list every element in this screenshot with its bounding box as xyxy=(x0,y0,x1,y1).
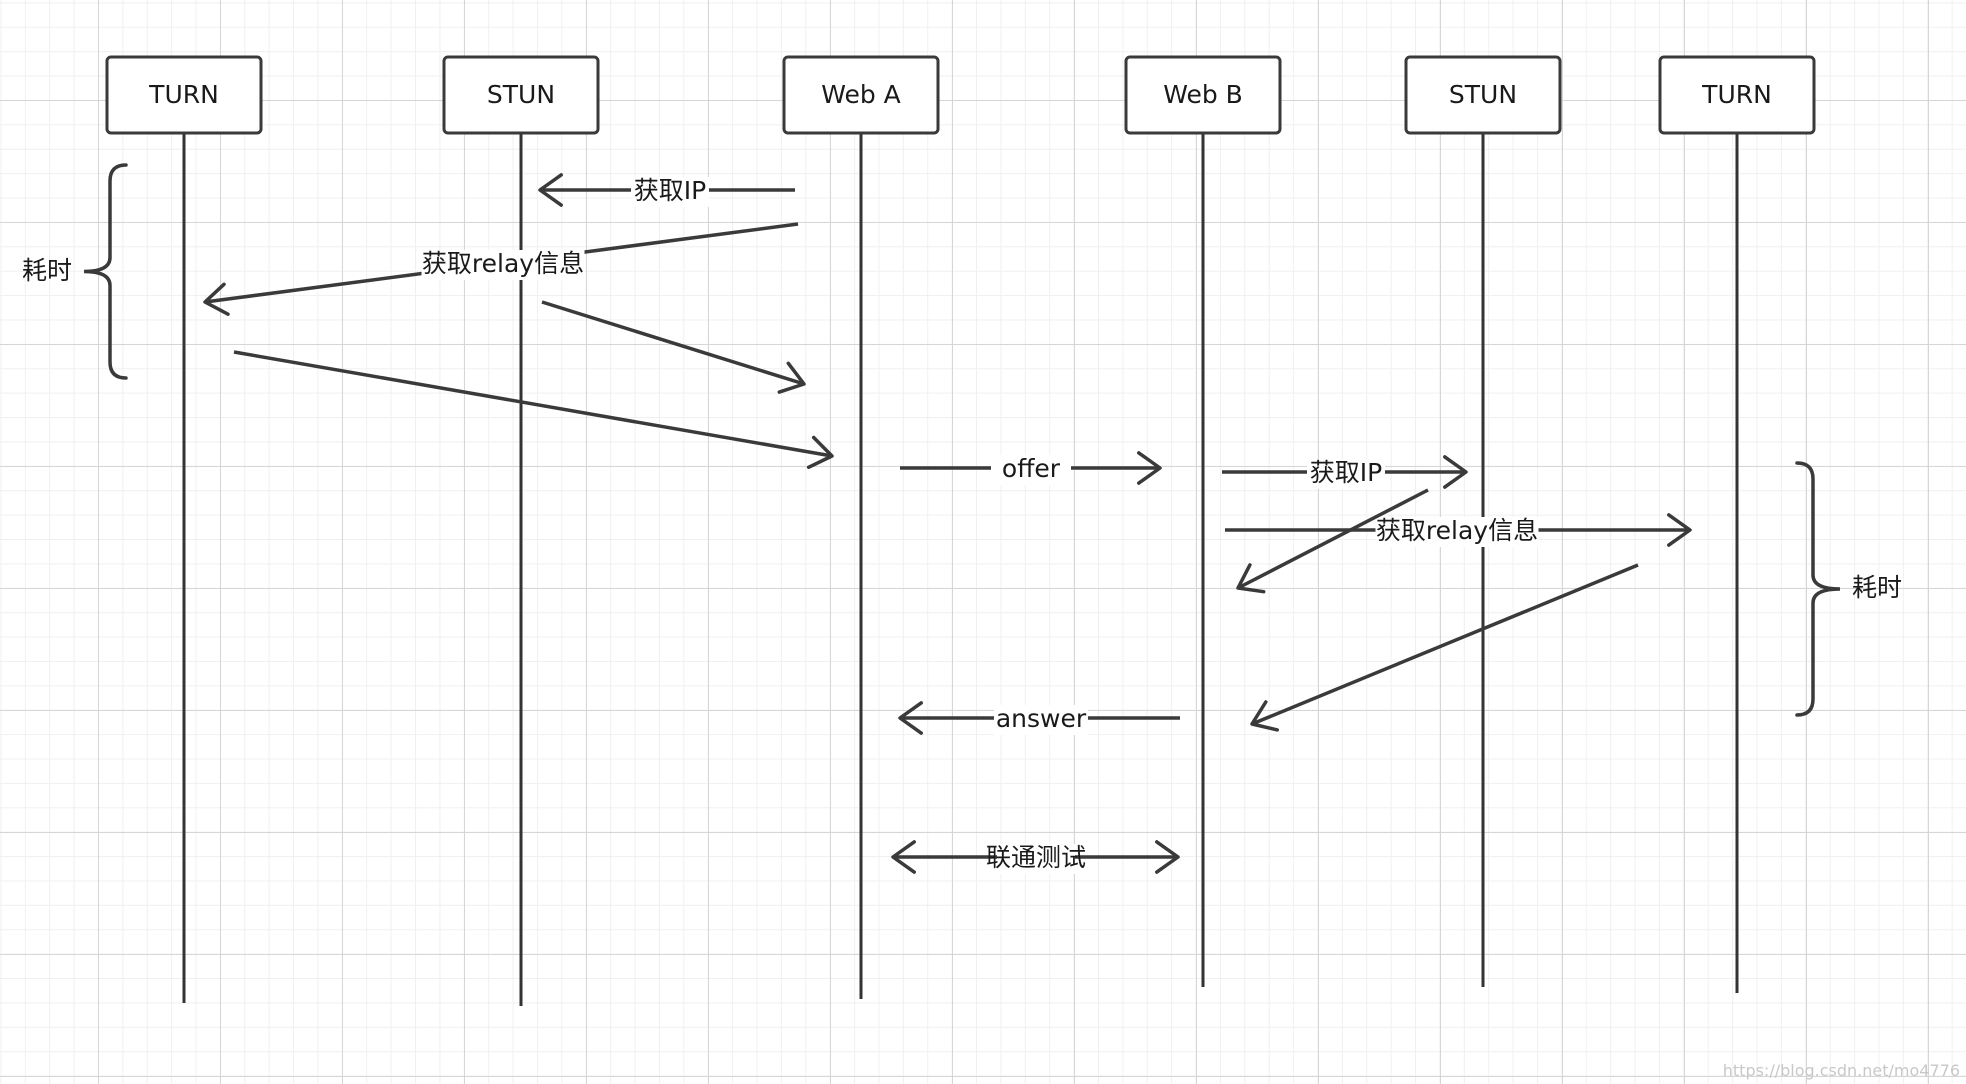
brace-time-a: 耗时 xyxy=(22,163,128,380)
message-label: 获取IP xyxy=(634,176,706,205)
actor-stun-a: STUN xyxy=(442,55,600,135)
arrowhead xyxy=(806,435,834,470)
arrowhead xyxy=(1137,451,1162,485)
arrowhead xyxy=(1667,513,1692,547)
actor-web-b: Web B xyxy=(1124,55,1282,135)
message-label-background xyxy=(421,250,585,280)
message-get-relay-b: 获取relay信息 xyxy=(1225,513,1692,547)
message-label-background xyxy=(1307,459,1385,489)
message-line xyxy=(1237,488,1429,590)
actor-box xyxy=(105,55,263,135)
messages: 获取IP 获取relay信息 offer 获取IP 获取relay信息 answer 联通测… xyxy=(203,173,1692,874)
message-connectivity-test: 联通测试 xyxy=(891,840,1180,874)
actor-label: STUN xyxy=(487,80,555,109)
actor-box xyxy=(1124,55,1282,135)
message-label: 联通测试 xyxy=(986,843,1086,872)
message-label: offer xyxy=(1002,454,1061,483)
arrowhead xyxy=(1250,700,1280,732)
message-label: 获取relay信息 xyxy=(1376,516,1538,545)
message-label-background xyxy=(631,177,709,207)
brace-label: 耗时 xyxy=(1852,573,1902,602)
arrowhead xyxy=(1443,455,1468,489)
message-label: 获取IP xyxy=(1310,458,1382,487)
brace-label: 耗时 xyxy=(22,256,72,285)
actor-label: Web B xyxy=(1163,80,1243,109)
actor-box xyxy=(782,55,940,135)
message-label-background xyxy=(1375,517,1539,547)
actor-web-a: Web A xyxy=(782,55,940,135)
actor-turn-a: TURN xyxy=(105,55,263,135)
actor-box xyxy=(442,55,600,135)
arrowhead xyxy=(777,361,806,394)
message-offer: offer xyxy=(900,451,1162,485)
actor-label: TURN xyxy=(1701,80,1772,109)
message-line xyxy=(541,300,805,386)
arrowhead xyxy=(538,173,563,207)
message-turn-reply-b xyxy=(1250,563,1639,732)
message-label-background xyxy=(994,705,1088,735)
message-label-background xyxy=(991,455,1071,485)
arrowhead xyxy=(203,282,230,316)
watermark: https://blog.csdn.net/mo4776 xyxy=(1722,1061,1960,1080)
actor-turn-b: TURN xyxy=(1658,55,1816,135)
brace-shape xyxy=(83,163,128,380)
arrowhead xyxy=(898,701,923,735)
message-label: answer xyxy=(996,704,1087,733)
message-turn-reply-a xyxy=(233,350,834,470)
lifelines xyxy=(182,133,1739,1006)
brace-time-b: 耗时 xyxy=(1795,461,1902,717)
actor-box xyxy=(1658,55,1816,135)
message-get-relay-a: 获取relay信息 xyxy=(203,222,799,316)
message-stun-reply-b xyxy=(1236,488,1429,594)
actors: TURN STUN Web A Web B STUN TURN xyxy=(105,55,1816,135)
brace-shape xyxy=(1795,461,1841,717)
actor-label: TURN xyxy=(148,80,219,109)
actor-box xyxy=(1404,55,1562,135)
message-get-ip-a: 获取IP xyxy=(538,173,795,207)
actor-stun-b: STUN xyxy=(1404,55,1562,135)
message-line xyxy=(233,350,833,458)
message-get-ip-b: 获取IP xyxy=(1222,455,1468,489)
arrowhead xyxy=(1155,840,1180,874)
message-stun-reply-a xyxy=(541,300,806,394)
message-answer: answer xyxy=(898,701,1180,735)
message-label-background xyxy=(997,844,1075,874)
arrowhead-start xyxy=(891,840,916,874)
message-line xyxy=(1251,563,1639,726)
message-label: 获取relay信息 xyxy=(422,249,584,278)
actor-label: STUN xyxy=(1449,80,1517,109)
actor-label: Web A xyxy=(821,80,901,109)
arrowhead xyxy=(1236,563,1266,594)
